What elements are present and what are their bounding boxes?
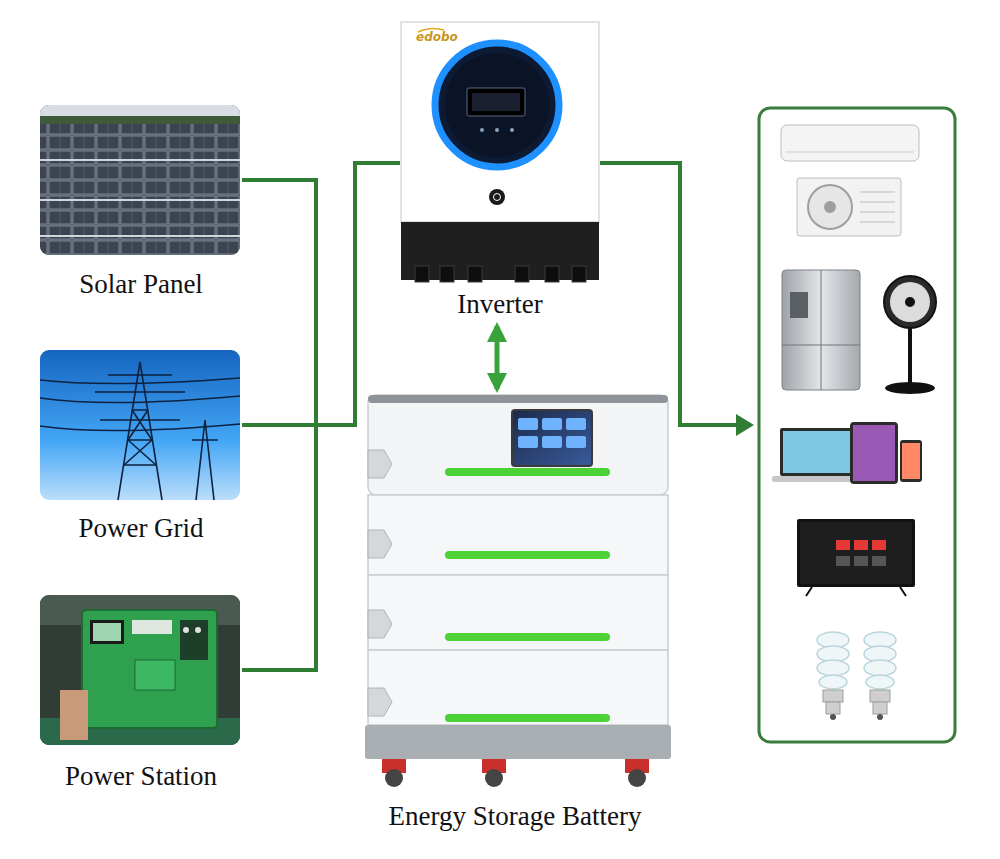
label-group: Power Grid (78, 512, 203, 544)
component-label: Power Station (65, 760, 217, 792)
power-line (242, 163, 400, 425)
component-node: Solar Panel (40, 105, 242, 300)
solar-panel-photo (40, 105, 240, 255)
component-node: Power Station (40, 595, 242, 792)
power-line (242, 163, 400, 670)
label-group: Inverter (457, 288, 542, 320)
label-group: Solar Panel (79, 268, 203, 300)
component-label: Energy Storage Battery (389, 800, 642, 832)
battery-stack (365, 395, 671, 787)
power-grid-photo (40, 350, 240, 500)
label-group: Energy Storage Battery (389, 800, 642, 832)
component-label: Inverter (457, 288, 542, 320)
appliances-panel (759, 108, 955, 742)
component-label: Power Grid (78, 512, 203, 544)
component-label: Solar Panel (79, 268, 203, 300)
component-node: Power Grid (40, 350, 242, 544)
power-station-photo (40, 595, 240, 745)
label-group: Power Station (65, 760, 217, 792)
component-node: Energy Storage Battery (355, 392, 675, 832)
output-arrow (600, 163, 754, 436)
component-node: Inverter (400, 22, 600, 320)
flow-arrow (495, 326, 500, 389)
power-line (242, 163, 400, 425)
inverter-device (401, 22, 599, 282)
brand-logo: edobo (416, 30, 458, 44)
